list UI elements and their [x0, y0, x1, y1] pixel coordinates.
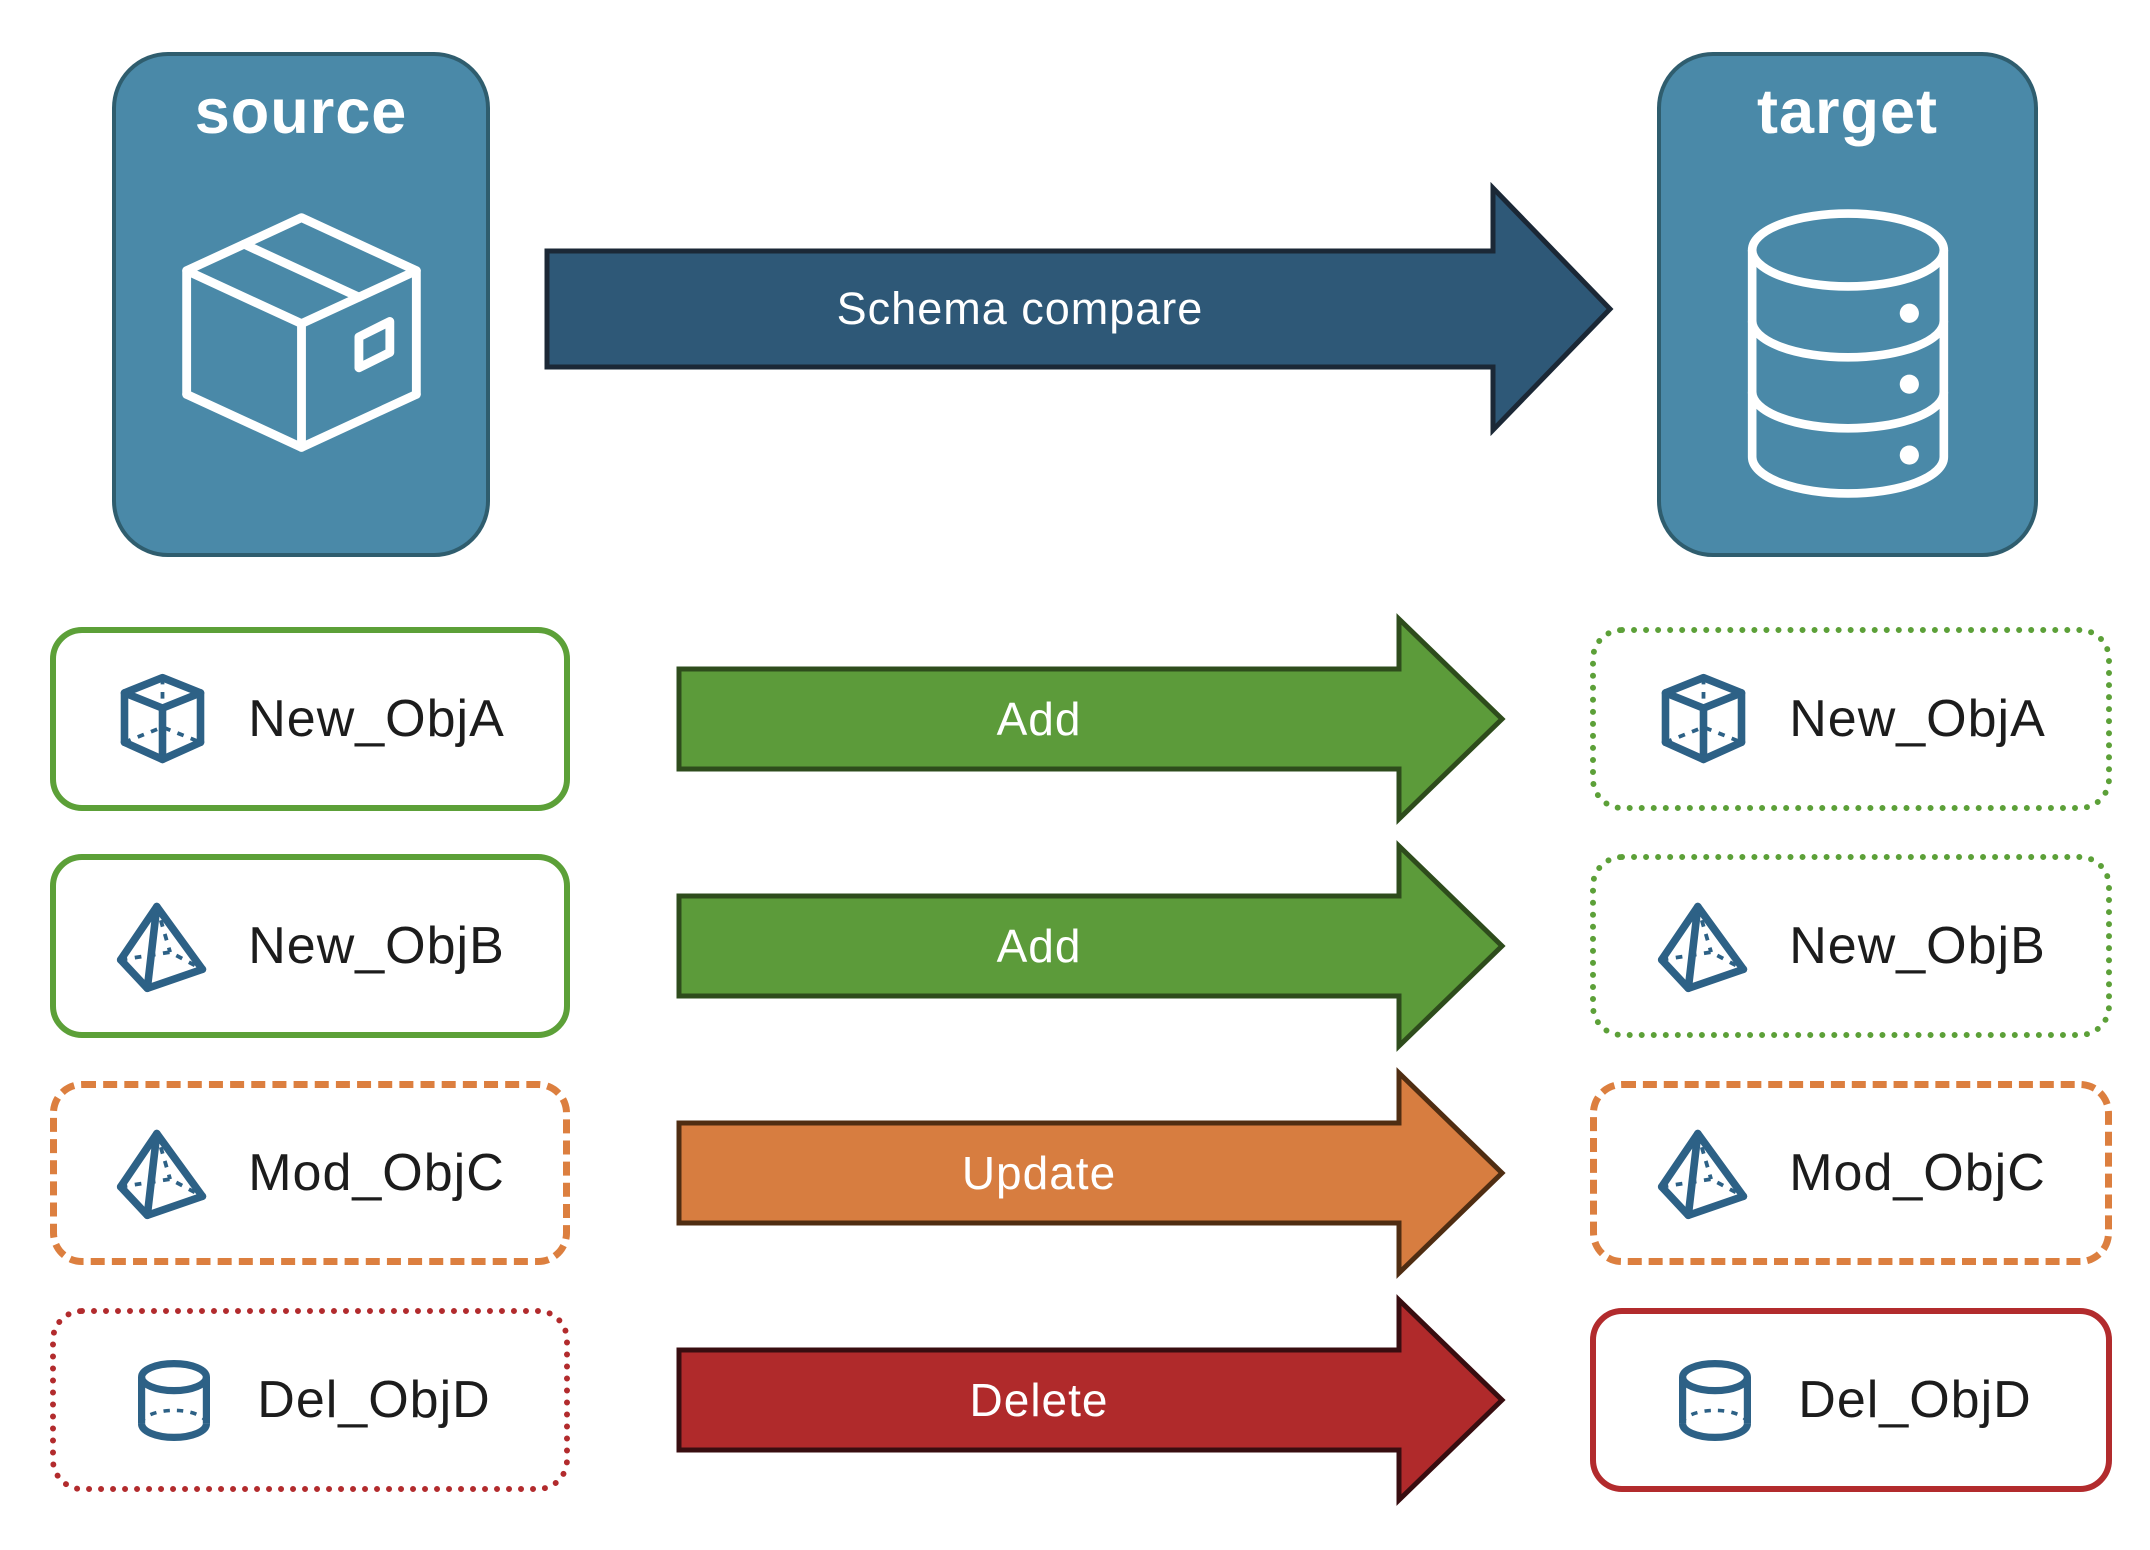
add-arrow-label: Add: [996, 920, 1082, 972]
delete-arrow-label: Delete: [969, 1374, 1109, 1426]
cylinder-icon: [129, 1353, 219, 1448]
pyramid-icon: [1656, 899, 1751, 994]
cube-icon: [1656, 672, 1751, 767]
object-label: Del_ObjD: [257, 1371, 491, 1429]
source-item-new-obja: New_ObjA: [50, 627, 570, 811]
pyramid-icon: [115, 1126, 210, 1221]
database-icon: [1733, 200, 1963, 507]
target-item-new-objb: New_ObjB: [1590, 854, 2112, 1038]
source-item-mod-objc: Mod_ObjC: [50, 1081, 570, 1265]
target-panel: target: [1657, 52, 2038, 557]
schema-compare-arrow: Schema compare: [544, 181, 1614, 437]
schema-compare-arrow-shape: [544, 181, 1614, 437]
target-item-del-objd: Del_ObjD: [1590, 1308, 2112, 1492]
add-arrow-shape: [676, 840, 1506, 1052]
object-label: New_ObjA: [1789, 690, 2046, 748]
package-icon: [169, 200, 434, 465]
update-arrow-label: Update: [961, 1147, 1117, 1199]
target-panel-title: target: [1756, 77, 1939, 147]
object-label: New_ObjA: [248, 690, 505, 748]
cylinder-icon: [1670, 1353, 1760, 1448]
pyramid-icon: [1656, 1126, 1751, 1221]
object-label: Del_ObjD: [1798, 1371, 2032, 1429]
pyramid-icon: [115, 899, 210, 994]
schema-compare-label: Schema compare: [836, 283, 1204, 334]
delete-arrow: Delete: [676, 1294, 1506, 1506]
update-arrow: Update: [676, 1067, 1506, 1279]
object-label: Mod_ObjC: [1789, 1144, 2046, 1202]
object-label: Mod_ObjC: [248, 1144, 505, 1202]
add-arrow-shape: [676, 613, 1506, 825]
target-item-mod-objc: Mod_ObjC: [1590, 1081, 2112, 1265]
update-arrow-shape: [676, 1067, 1506, 1279]
delete-arrow-shape: [676, 1294, 1506, 1506]
add-arrow-label: Add: [996, 693, 1082, 745]
add-arrow-row-2: Add: [676, 840, 1506, 1052]
object-label: New_ObjB: [1789, 917, 2046, 975]
cube-icon: [115, 672, 210, 767]
source-panel-title: source: [194, 77, 408, 147]
source-panel: source: [112, 52, 490, 557]
target-item-new-obja: New_ObjA: [1590, 627, 2112, 811]
add-arrow-row-1: Add: [676, 613, 1506, 825]
source-item-new-objb: New_ObjB: [50, 854, 570, 1038]
object-label: New_ObjB: [248, 917, 505, 975]
source-item-del-objd: Del_ObjD: [50, 1308, 570, 1492]
